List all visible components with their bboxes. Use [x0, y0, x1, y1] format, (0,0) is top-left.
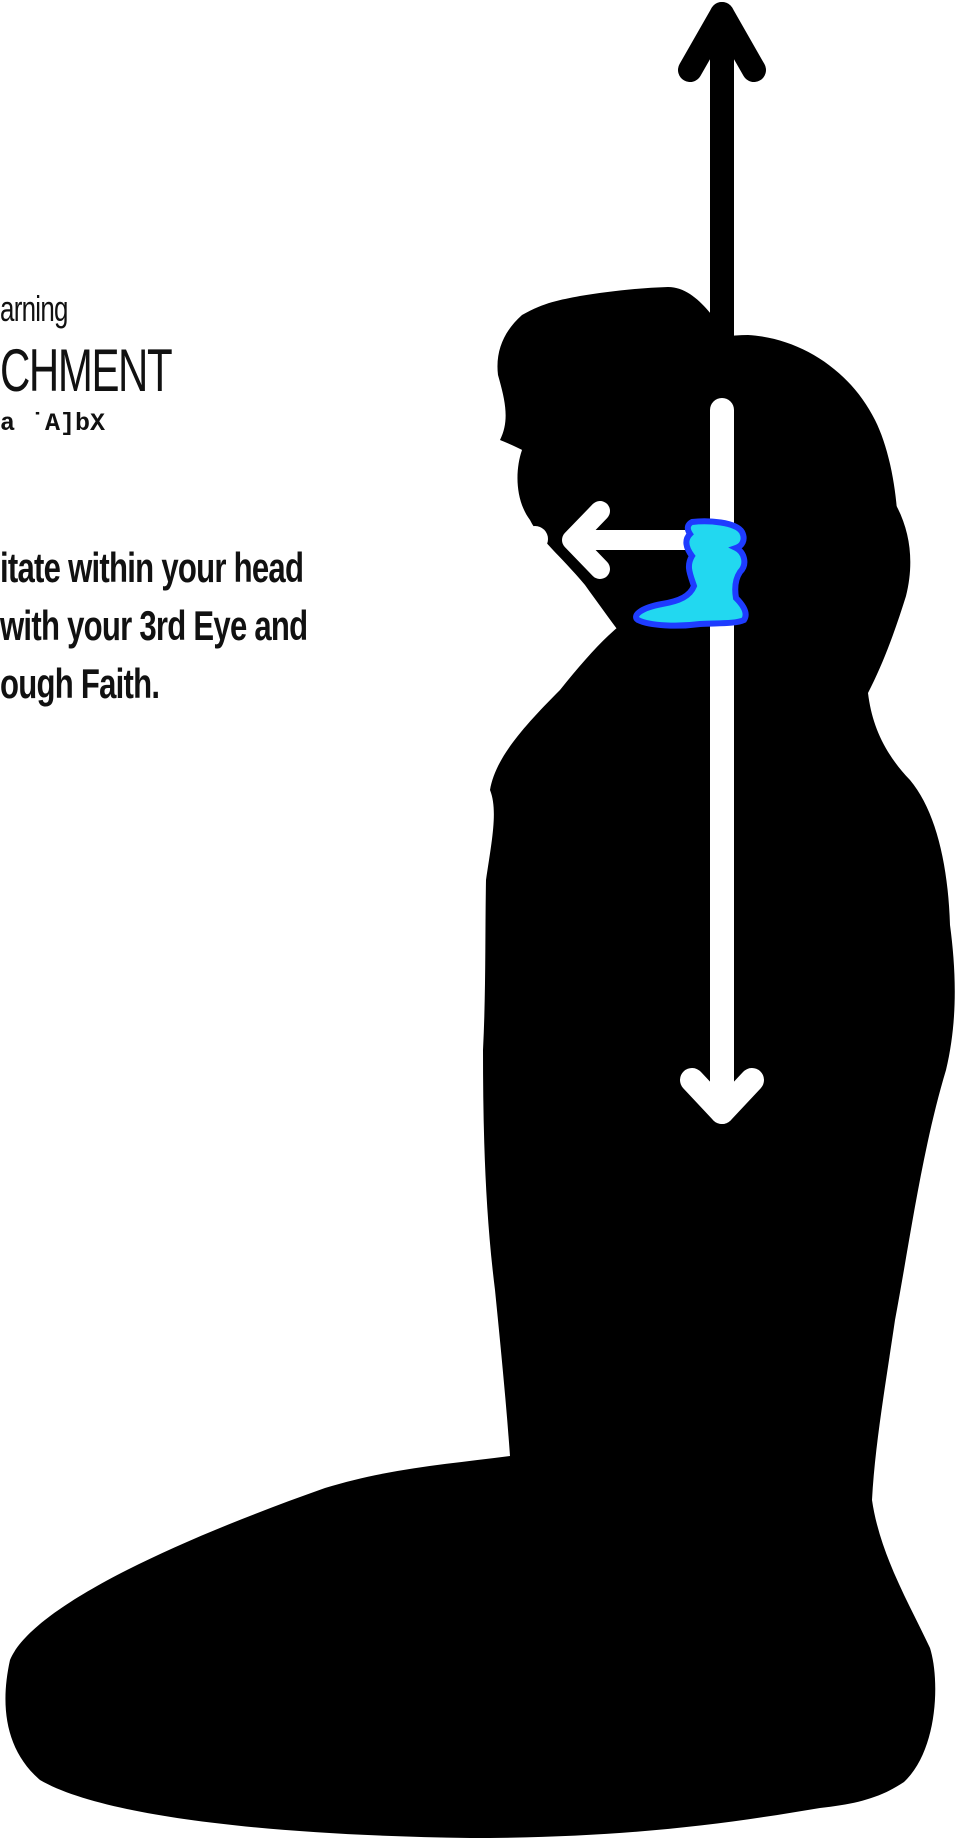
- third-eye-dot: [522, 526, 548, 552]
